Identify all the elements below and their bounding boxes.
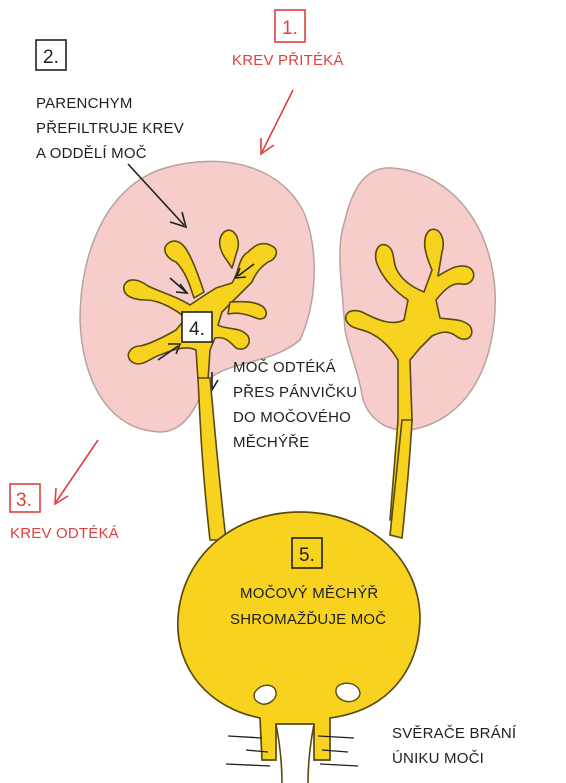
sphincter-text-line-2: ÚNIKU MOČI	[392, 750, 484, 767]
step-2-text-line-3: A ODDĚLÍ MOČ	[36, 145, 147, 162]
urethra	[276, 724, 314, 783]
step-5-text-line-1: MOČOVÝ MĚCHÝŘ	[240, 585, 378, 602]
left-ureter	[198, 378, 226, 540]
step-5-text-line-2: SHROMAŽĎUJE MOČ	[230, 611, 386, 628]
step-4-text-line-2: PŘES PÁNVIČKU	[233, 384, 357, 401]
step-4-text-line-3: DO MOČOVÉHO	[233, 409, 351, 426]
step-1-arrow	[261, 90, 293, 154]
step-3-arrow	[55, 440, 98, 504]
step-2-text-line-1: PARENCHYM	[36, 95, 133, 112]
step-3-text: KREV ODTÉKÁ	[10, 525, 119, 542]
right-ureteral-orifice	[336, 683, 360, 701]
step-4-number: 4.	[189, 319, 205, 340]
sphincter-lines	[226, 736, 358, 766]
sphincter-text-line-1: SVĚRAČE BRÁNÍ	[392, 725, 517, 742]
step-4-text-line-1: MOČ ODTÉKÁ	[233, 359, 336, 376]
step-2-number: 2.	[43, 47, 59, 68]
step-2-text-line-2: PŘEFILTRUJE KREV	[36, 120, 184, 137]
step-1-number: 1.	[282, 18, 298, 39]
step-4-text-line-4: MĚCHÝŘE	[233, 434, 309, 451]
step-1-text: KREV PŘITÉKÁ	[232, 52, 344, 69]
step-3-number: 3.	[16, 490, 32, 511]
step-5-number: 5.	[299, 545, 315, 566]
